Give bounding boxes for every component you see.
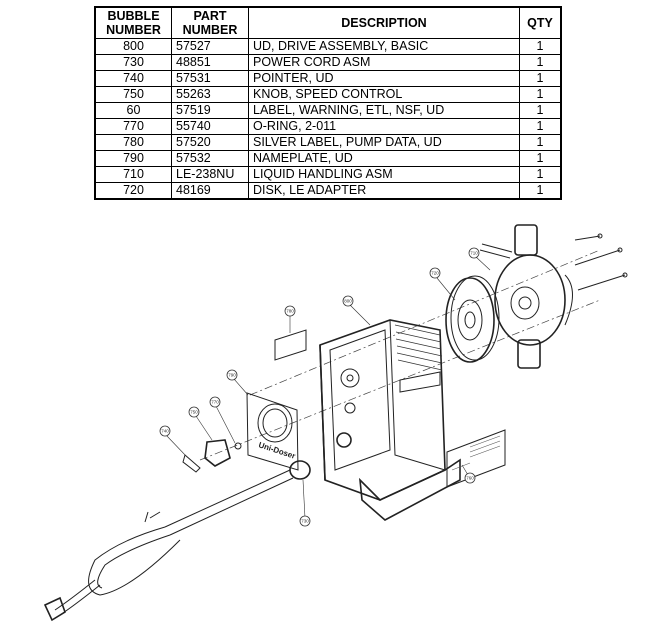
callout-720: 720 — [429, 267, 441, 279]
part-number-cell: 57532 — [171, 150, 249, 167]
part-number-cell: 57527 — [171, 38, 249, 55]
bubble-number-cell: 710 — [94, 166, 172, 183]
description-cell: POINTER, UD — [248, 70, 520, 87]
svg-text:710: 710 — [470, 251, 478, 256]
part-number-cell: 48851 — [171, 54, 249, 71]
svg-text:800: 800 — [344, 299, 352, 304]
callout-800: 800 — [342, 295, 354, 307]
drive-assembly — [319, 319, 461, 521]
svg-text:730: 730 — [301, 519, 309, 524]
bubble-number-cell: 720 — [94, 182, 172, 200]
part-number-cell: 55740 — [171, 118, 249, 135]
callout-730: 730 — [299, 515, 311, 527]
callout-760: 760 — [464, 472, 476, 484]
description-cell: DISK, LE ADAPTER — [248, 182, 520, 200]
le-adapter-disk — [445, 275, 500, 363]
silver-label — [274, 329, 307, 361]
callout-790: 790 — [226, 369, 238, 381]
svg-text:790: 790 — [228, 373, 236, 378]
o-ring — [234, 442, 242, 450]
qty-cell: 1 — [519, 166, 562, 183]
bubble-number-cell: 780 — [94, 134, 172, 151]
svg-text:740: 740 — [161, 429, 169, 434]
centerline-upper — [249, 249, 601, 396]
svg-text:780: 780 — [286, 309, 294, 314]
svg-text:720: 720 — [431, 271, 439, 276]
callout-750: 750 — [188, 406, 200, 418]
callout-740: 740 — [159, 425, 171, 437]
qty-cell: 1 — [519, 54, 562, 71]
callout-710: 710 — [468, 247, 480, 259]
header-qty: QTY — [519, 6, 562, 39]
callout-bubbles: 710 720 800 780 790 770 750 740 730 760 — [159, 247, 480, 527]
part-number-cell: LE-238NU — [171, 166, 249, 183]
callout-780: 780 — [284, 305, 296, 317]
leader-lines — [165, 256, 491, 519]
qty-cell: 1 — [519, 182, 562, 200]
svg-text:760: 760 — [466, 476, 474, 481]
uni-doser-logo: Uni-Doser — [257, 440, 296, 460]
warning-label — [446, 429, 506, 488]
callout-770: 770 — [209, 396, 221, 408]
bubble-number-cell: 750 — [94, 86, 172, 103]
description-cell: LIQUID HANDLING ASM — [248, 166, 520, 183]
nameplate: Uni-Doser — [246, 392, 299, 471]
power-cord — [43, 460, 311, 622]
speed-control-knob — [204, 439, 231, 467]
liquid-handling-assembly — [479, 224, 628, 369]
pointer — [182, 454, 201, 473]
qty-cell: 1 — [519, 134, 562, 151]
description-cell: SILVER LABEL, PUMP DATA, UD — [248, 134, 520, 151]
svg-text:750: 750 — [190, 410, 198, 415]
svg-text:770: 770 — [211, 400, 219, 405]
